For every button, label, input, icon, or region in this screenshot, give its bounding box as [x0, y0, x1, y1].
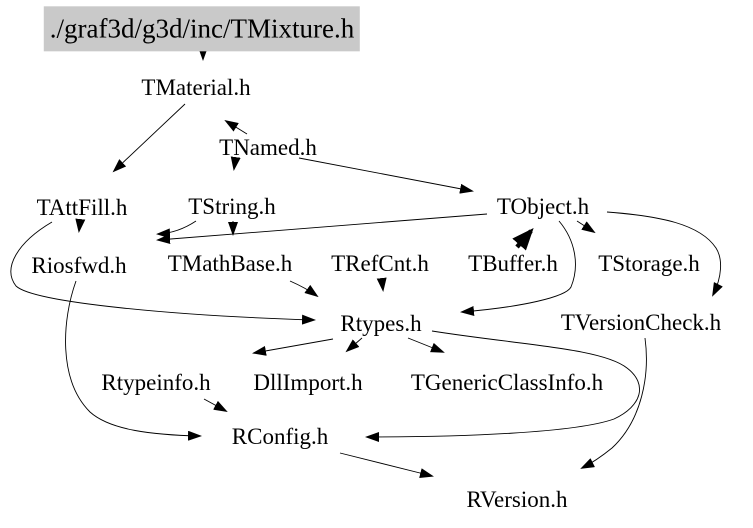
- node-tnamed-h[interactable]: TNamed.h: [219, 134, 317, 160]
- edge-tversioncheck-to-rversion: [580, 337, 647, 469]
- node-tbuffer-h[interactable]: TBuffer.h: [468, 250, 558, 276]
- edge-tobject-to-tstorage: [576, 220, 596, 234]
- node-tversioncheck-h[interactable]: TVersionCheck.h: [560, 309, 722, 335]
- node-tmathbase-h[interactable]: TMathBase.h: [167, 250, 293, 276]
- node-tmaterial-h[interactable]: TMaterial.h: [141, 74, 251, 100]
- node-dllimport-h[interactable]: DllImport.h: [253, 369, 363, 395]
- node-rconfig-h[interactable]: RConfig.h: [231, 423, 329, 449]
- node-riosfwd-h[interactable]: Riosfwd.h: [31, 252, 127, 278]
- node-tgenericclassinfo-h[interactable]: TGenericClassInfo.h: [410, 369, 604, 395]
- edge-trefcnt-to-rtypes: [376, 277, 387, 292]
- edge-tmathbase-to-rtypes: [289, 280, 319, 298]
- edge-tobject-to-tversioncheck: [606, 211, 723, 297]
- edge-tobject-to-rtypes: [460, 220, 576, 316]
- edge-rconfig-to-rversion: [339, 452, 434, 478]
- edge-tmaterial-to-tattfill: [112, 103, 186, 173]
- edge-rtypeinfo-to-rconfig: [203, 398, 228, 412]
- node-tstorage-h[interactable]: TStorage.h: [598, 250, 700, 276]
- node-root-tmixture-h: ./graf3d/g3d/inc/TMixture.h: [43, 6, 361, 52]
- edge-tnamed-to-tmaterial: [224, 119, 248, 135]
- edge-tstring-to-riosfwd: [156, 220, 197, 239]
- edge-tattfill-to-rtypes: [10, 221, 316, 325]
- node-tattfill-h[interactable]: TAttFill.h: [36, 194, 128, 220]
- edge-riosfwd-to-rconfig: [65, 280, 202, 441]
- edge-tbuffer-to-tobject: [512, 227, 534, 251]
- edge-rtypes-to-rconfig: [365, 330, 640, 442]
- node-rtypes-h[interactable]: Rtypes.h: [340, 310, 422, 336]
- edge-tattfill-to-riosfwd: [75, 218, 86, 233]
- node-tstring-h[interactable]: TString.h: [188, 193, 276, 219]
- edge-tnamed-to-tstring: [230, 156, 241, 171]
- edge-rtypes-to-rtypeinfo: [252, 338, 334, 356]
- node-rversion-h[interactable]: RVersion.h: [466, 486, 568, 512]
- edge-rtypes-to-dllimport: [345, 337, 363, 353]
- node-rtypeinfo-h[interactable]: Rtypeinfo.h: [101, 369, 211, 395]
- node-trefcnt-h[interactable]: TRefCnt.h: [331, 250, 429, 276]
- node-tobject-h[interactable]: TObject.h: [496, 193, 590, 219]
- edge-tnamed-to-tobject: [298, 157, 474, 194]
- edge-rtypes-to-tgenericclassinfo: [407, 337, 445, 353]
- edge-tobject-to-riosfwd: [156, 213, 488, 245]
